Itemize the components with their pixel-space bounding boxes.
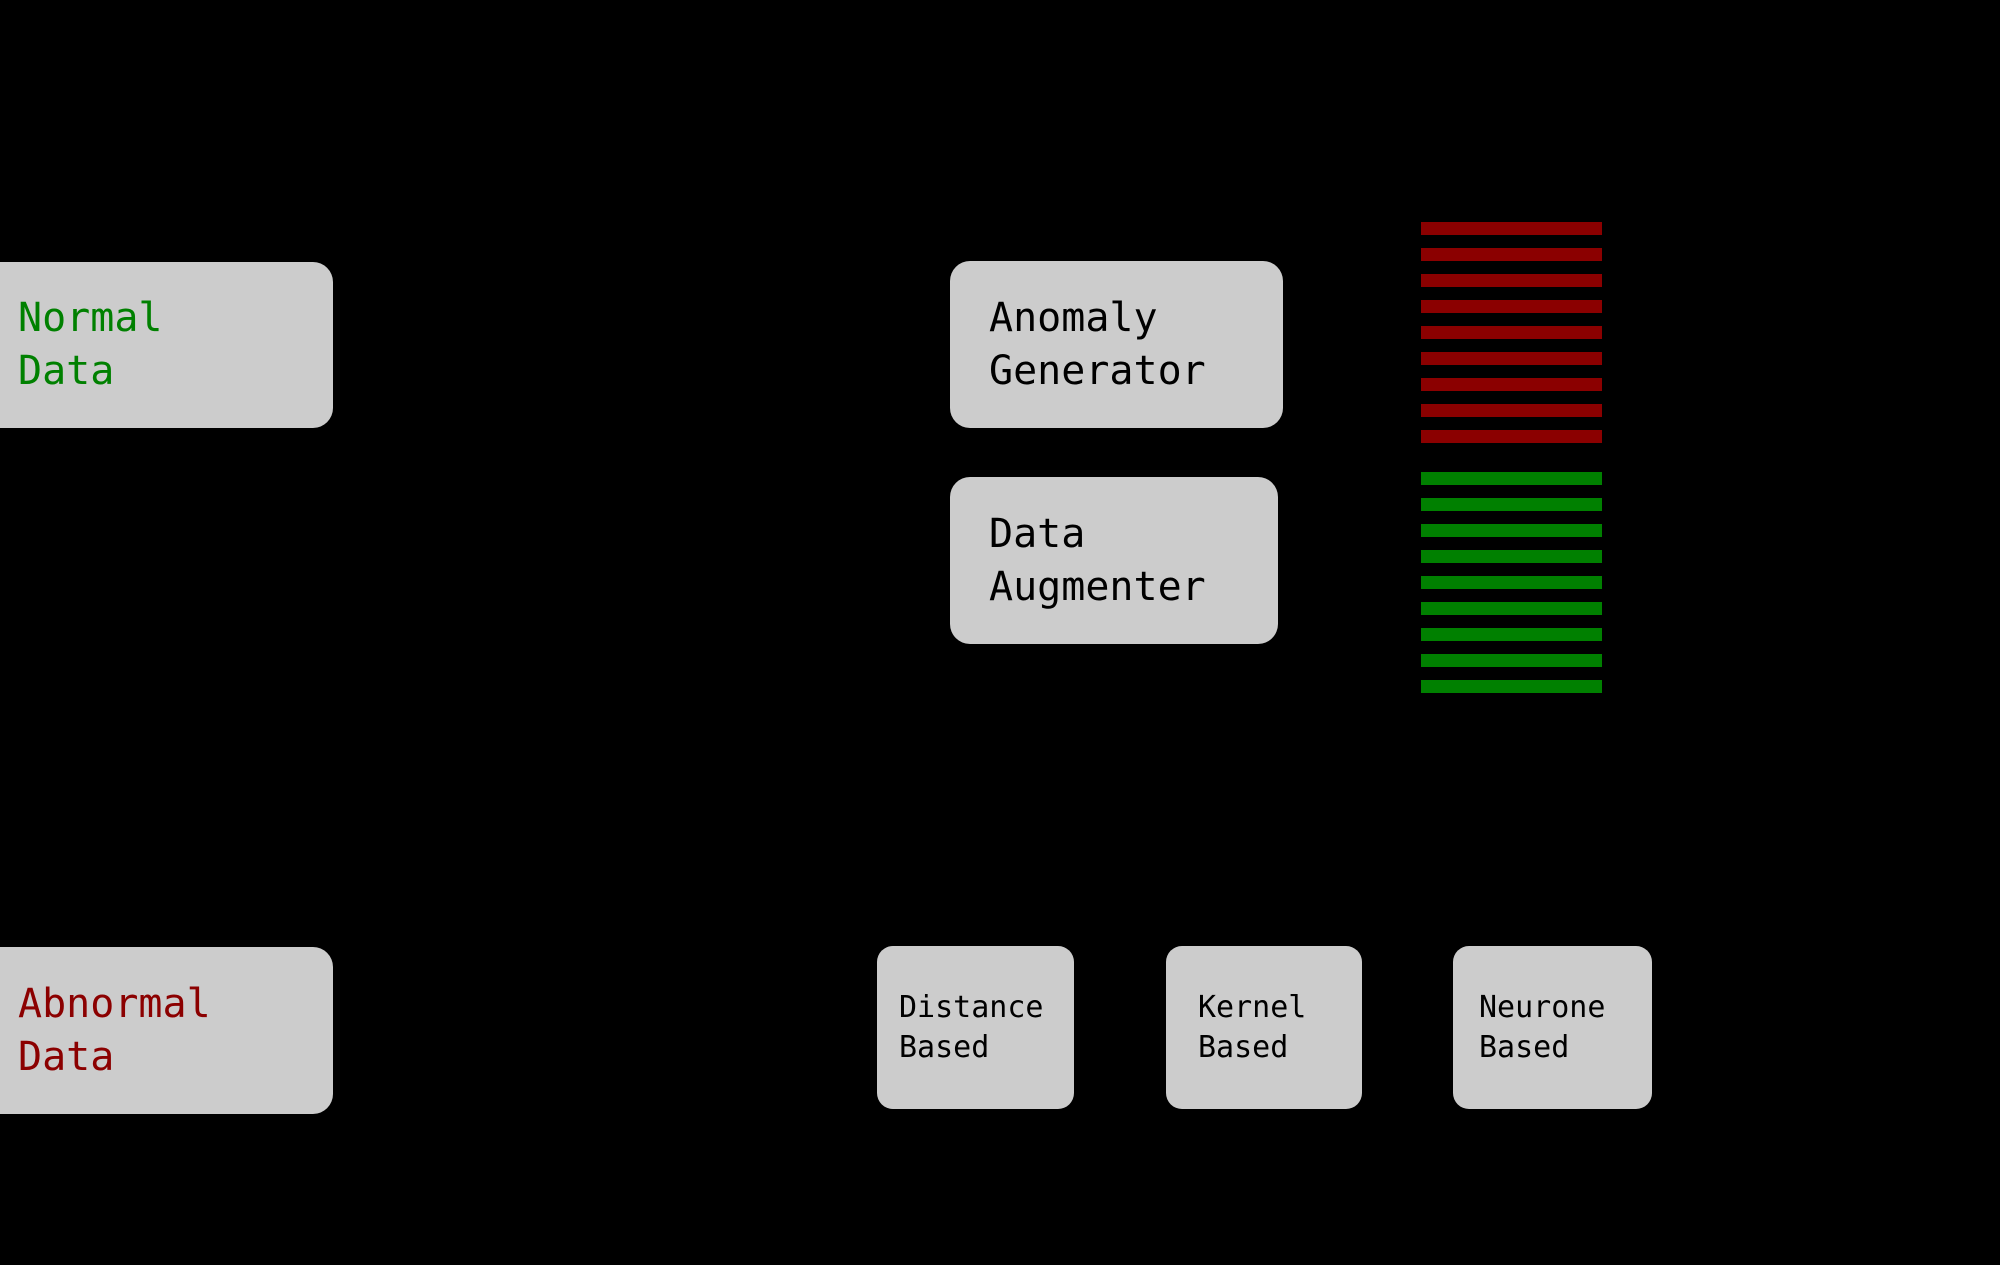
node-kernel-based-line-1: Kernel	[1198, 989, 1307, 1025]
node-anomaly-generator[interactable]: Anomaly Generator	[950, 261, 1283, 428]
node-neurone-based-line-2: Based	[1479, 1029, 1570, 1065]
node-abnormal-data-line-1: Abnormal	[18, 980, 211, 1027]
sample-bar-stack	[1421, 222, 1602, 706]
anomalous-sample-bar	[1421, 404, 1602, 417]
node-normal-data-line-2: Data	[18, 348, 115, 394]
anomalous-sample-bar	[1421, 378, 1602, 391]
node-abnormal-data-line-2: Data	[18, 1033, 115, 1080]
node-abnormal-data[interactable]: Abnormal Data	[0, 947, 333, 1114]
normal-sample-bar	[1421, 576, 1602, 589]
node-kernel-based-line-2: Based	[1198, 1029, 1289, 1065]
normal-sample-bar	[1421, 550, 1602, 563]
anomalous-sample-bar	[1421, 352, 1602, 365]
normal-sample-bar	[1421, 680, 1602, 693]
normal-sample-bar	[1421, 628, 1602, 641]
normal-sample-bar	[1421, 472, 1602, 485]
node-data-augmenter-line-2: Augmenter	[989, 563, 1206, 610]
anomalous-sample-bar	[1421, 326, 1602, 339]
anomalous-sample-bar	[1421, 248, 1602, 261]
node-distance-based[interactable]: Distance Based	[877, 946, 1074, 1109]
anomalous-sample-bar	[1421, 430, 1602, 443]
anomalous-sample-bar	[1421, 274, 1602, 287]
normal-sample-bar	[1421, 654, 1602, 667]
node-normal-data-line-1: Normal	[18, 295, 163, 342]
node-kernel-based[interactable]: Kernel Based	[1166, 946, 1362, 1109]
anomalous-sample-bar	[1421, 300, 1602, 313]
node-anomaly-generator-line-1: Anomaly	[989, 294, 1158, 341]
normal-sample-bar	[1421, 524, 1602, 537]
anomalous-sample-bar	[1421, 222, 1602, 235]
node-data-augmenter[interactable]: Data Augmenter	[950, 477, 1278, 644]
node-normal-data[interactable]: Normal Data	[0, 262, 333, 428]
normal-sample-bar	[1421, 498, 1602, 511]
node-neurone-based[interactable]: Neurone Based	[1453, 946, 1652, 1109]
normal-sample-bar	[1421, 602, 1602, 615]
node-distance-based-line-1: Distance	[899, 989, 1044, 1025]
node-anomaly-generator-line-2: Generator	[989, 347, 1206, 394]
node-data-augmenter-line-1: Data	[989, 510, 1086, 557]
node-distance-based-line-2: Based	[899, 1029, 990, 1065]
node-neurone-based-line-1: Neurone	[1479, 989, 1606, 1025]
